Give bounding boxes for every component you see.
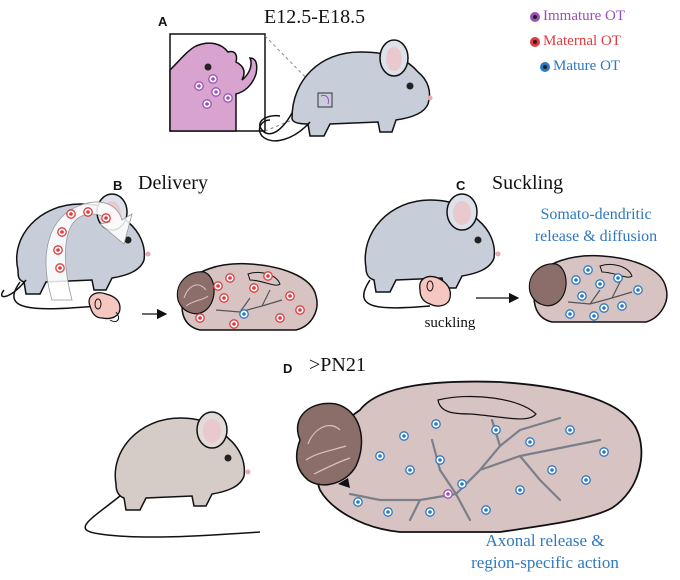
mouse-icon — [84, 411, 261, 538]
embryo-inset — [169, 33, 266, 132]
panel-c-caption: Somato-dendritic release & diffusion — [510, 204, 680, 248]
panel-c-caption-line2: release & diffusion — [534, 228, 658, 245]
legend-mature-label: Mature OT — [553, 58, 621, 74]
panel-letter-a: A — [158, 14, 168, 29]
panel-c-caption-line1: Somato-dendritic — [540, 206, 652, 223]
embryo-icon — [169, 42, 258, 132]
legend-mature: Mature OT — [540, 58, 620, 75]
immature-dot-icon — [530, 11, 540, 22]
brain-icon — [295, 380, 643, 533]
mature-dot-icon — [540, 61, 550, 72]
legend-immature: Immature OT — [530, 8, 625, 25]
panel-a-title: E12.5-E18.5 — [264, 6, 366, 28]
legend-maternal: Maternal OT — [530, 33, 621, 50]
brain-icon — [176, 262, 318, 331]
brain-icon — [528, 254, 668, 323]
mouse-icon — [258, 39, 433, 142]
pup-icon — [419, 275, 452, 307]
panel-c-title: Suckling — [492, 172, 564, 194]
maternal-dot-icon — [530, 36, 540, 47]
panel-letter-b: B — [113, 178, 123, 193]
panel-d-caption-line2: region-specific action — [471, 553, 619, 572]
suckling-arrow-label: suckling — [424, 315, 476, 331]
panel-letter-c: C — [456, 178, 466, 193]
legend-immature-label: Immature OT — [543, 8, 626, 24]
panel-d-title: >PN21 — [309, 354, 366, 376]
mouse-icon — [363, 193, 501, 309]
panel-letter-d: D — [283, 361, 293, 376]
legend-maternal-label: Maternal OT — [543, 33, 621, 49]
pup-icon — [88, 292, 121, 323]
panel-d-caption-line1: Axonal release & — [485, 531, 605, 550]
panel-d-caption: Axonal release & region-specific action — [445, 530, 645, 574]
panel-b-title: Delivery — [138, 172, 208, 194]
